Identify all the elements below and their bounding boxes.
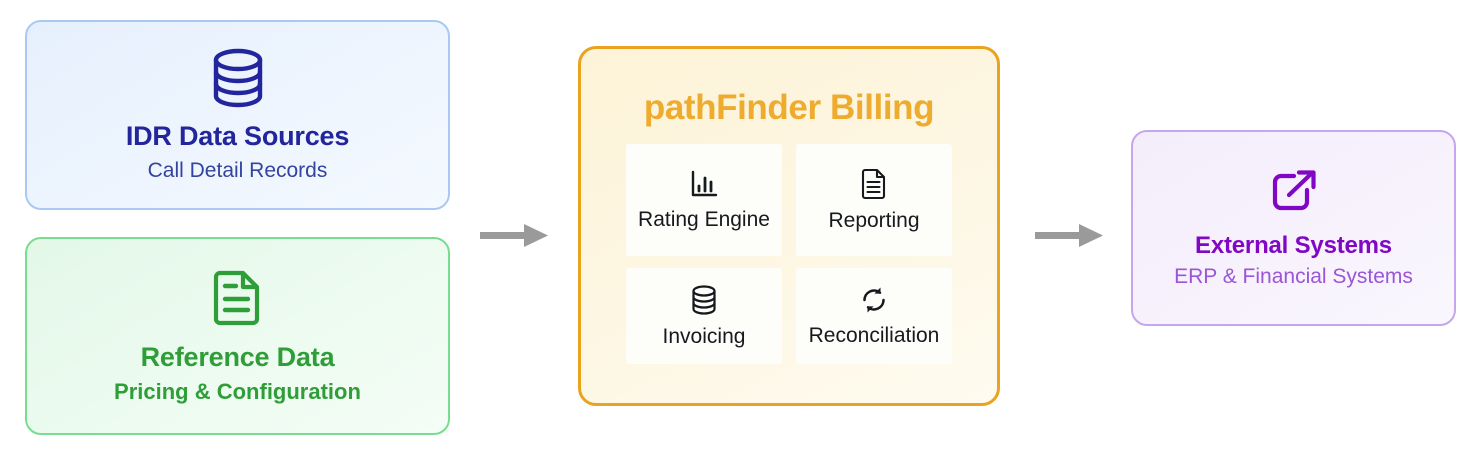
- database-icon: [690, 284, 718, 316]
- external-link-icon: [1268, 168, 1320, 218]
- source-card-reference-data[interactable]: Reference Data Pricing & Configuration: [25, 237, 450, 435]
- external-card-subtitle: ERP & Financial Systems: [1174, 264, 1413, 288]
- source-card-title: Reference Data: [140, 341, 335, 372]
- external-card-external-systems[interactable]: External Systems ERP & Financial Systems: [1131, 130, 1456, 326]
- source-card-subtitle: Pricing & Configuration: [114, 378, 361, 404]
- platform-module-grid: Rating Engine Reporting: [626, 144, 952, 364]
- module-tile-label: Reporting: [828, 208, 920, 232]
- source-card-idr-data-sources[interactable]: IDR Data Sources Call Detail Records: [25, 20, 450, 210]
- database-icon: [210, 47, 266, 109]
- external-card-title: External Systems: [1195, 231, 1392, 259]
- module-tile-rating-engine[interactable]: Rating Engine: [626, 144, 782, 256]
- arrow-right-icon-sources-to-platform: [480, 218, 552, 254]
- document-icon: [861, 168, 887, 200]
- platform-panel-pathfinder-billing[interactable]: pathFinder Billing Rating Engine: [578, 46, 1000, 406]
- document-icon: [212, 268, 264, 328]
- arrow-right-icon-platform-to-external: [1035, 218, 1107, 254]
- module-tile-reconciliation[interactable]: Reconciliation: [796, 268, 952, 364]
- module-tile-label: Rating Engine: [638, 207, 770, 231]
- module-tile-invoicing[interactable]: Invoicing: [626, 268, 782, 364]
- module-tile-label: Reconciliation: [808, 323, 940, 347]
- module-tile-label: Invoicing: [662, 324, 746, 348]
- platform-title: pathFinder Billing: [643, 88, 935, 127]
- bar-chart-icon: [689, 169, 719, 199]
- refresh-sync-icon: [859, 285, 889, 315]
- source-card-subtitle: Call Detail Records: [147, 159, 328, 182]
- source-card-title: IDR Data Sources: [125, 121, 350, 151]
- module-tile-reporting[interactable]: Reporting: [796, 144, 952, 256]
